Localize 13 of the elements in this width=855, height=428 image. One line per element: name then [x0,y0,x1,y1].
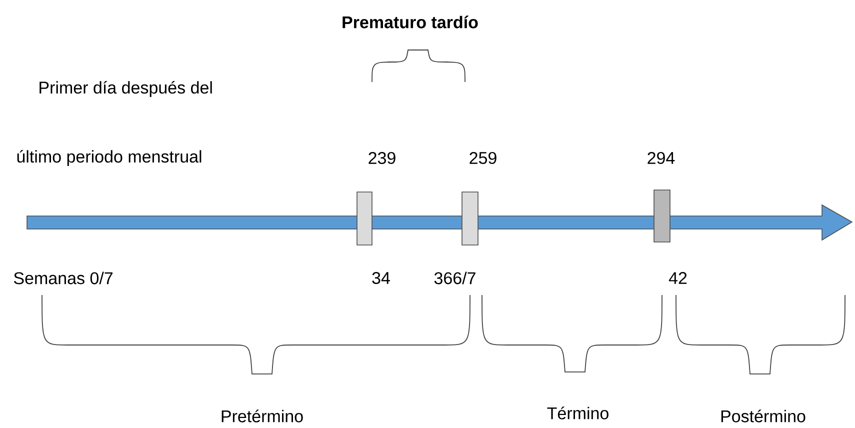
label: Postérmino [721,410,806,422]
label: 239 [368,152,396,164]
label: Pretérmino [222,410,303,422]
label: Semanas 0/7 [14,272,112,284]
label: Término [547,406,608,420]
heading: Prematuro tardío [342,16,478,28]
label: 34 [372,272,390,284]
label: 259 [470,152,496,164]
label: 366/7 [434,272,476,284]
label: último periodo menstrual [17,150,202,166]
label: 42 [668,272,687,284]
label: Primer día después del [40,80,212,98]
label: 294 [648,152,675,164]
